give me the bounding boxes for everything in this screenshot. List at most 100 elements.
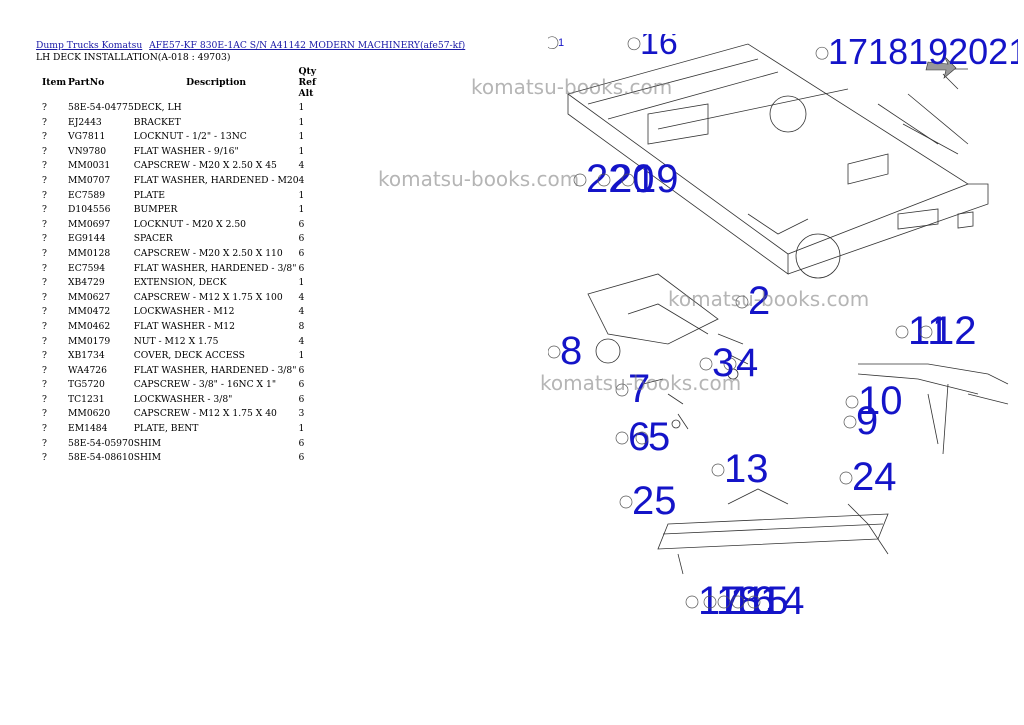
cell-item: ?	[42, 437, 47, 449]
bracket-group	[587, 273, 749, 430]
cell-partno: XB4729	[68, 277, 105, 289]
callout-marker	[711, 463, 725, 477]
cell-description: LOCKNUT - 1/2" - 13NC	[133, 131, 247, 143]
cell-description: FLAT WASHER - M12	[133, 320, 235, 332]
callout-group: 1161718192021232220192843765111210913252…	[548, 34, 1018, 614]
cell-description: DECK, LH	[133, 102, 182, 113]
cell-partno: VN9780	[68, 145, 107, 157]
cell-partno: 58E-54-04775	[68, 102, 134, 113]
callout-number: 22	[586, 157, 631, 201]
cell-qty: 1	[298, 145, 305, 157]
cell-partno: MM0707	[68, 174, 111, 186]
cell-partno: MM0697	[68, 218, 111, 230]
cell-qty: 6	[298, 452, 305, 464]
parts-list-panel: Dump Trucks Komatsu AFE57-KF 830E-1AC S/…	[36, 40, 556, 467]
cell-item: ?	[42, 291, 47, 303]
callout-marker	[685, 595, 699, 609]
callout-marker	[621, 173, 635, 187]
cell-description: NUT - M12 X 1.75	[133, 335, 219, 347]
callout-marker	[747, 595, 761, 609]
callout-marker	[839, 471, 853, 485]
cell-qty: 6	[298, 364, 305, 376]
cell-partno: 58E-54-05970	[68, 437, 134, 449]
cell-item: ?	[42, 218, 47, 230]
header-partno: PartNo	[68, 77, 105, 88]
cell-item: ?	[42, 131, 47, 143]
cell-partno: TG5720	[68, 379, 105, 391]
cell-item: ?	[42, 379, 47, 391]
callout-marker	[573, 173, 587, 187]
cell-partno: EJ2443	[68, 116, 102, 128]
cell-qty: 3	[298, 408, 305, 420]
cell-qty: 1	[298, 116, 305, 128]
callout-number: 11	[908, 309, 950, 353]
callout-marker	[735, 295, 749, 309]
cell-partno: D104556	[68, 204, 111, 216]
cell-description: FLAT WASHER, HARDENED - 3/8"	[133, 262, 297, 274]
header-description: Description	[186, 77, 247, 88]
callout-number: 2	[748, 279, 770, 323]
cell-description: EXTENSION, DECK	[133, 277, 227, 289]
cell-qty: 4	[298, 174, 305, 186]
callout-marker	[843, 415, 857, 429]
cell-qty: 1	[298, 102, 305, 113]
callout-number: 9	[856, 399, 878, 443]
callout-marker	[627, 37, 641, 51]
callout-number: 4	[736, 341, 758, 385]
cell-qty: 4	[298, 291, 305, 303]
cell-qty: 6	[298, 233, 305, 245]
cell-description: CAPSCREW - M20 X 2.50 X 110	[133, 247, 283, 259]
watermark: komatsu-books.com	[378, 167, 580, 191]
cell-item: ?	[42, 408, 47, 420]
cell-description: COVER, DECK ACCESS	[133, 350, 245, 362]
cell-qty: 1	[298, 350, 305, 362]
exploded-diagram: 1161718192021232220192843765111210913252…	[548, 34, 1018, 614]
cell-partno: MM0128	[68, 247, 111, 259]
cell-qty: 6	[298, 393, 305, 405]
cell-partno: MM0179	[68, 335, 111, 347]
cell-description: SHIM	[133, 437, 162, 449]
frame-section	[857, 363, 1009, 455]
cell-partno: EM1484	[68, 423, 108, 435]
header-item: Item	[42, 77, 67, 88]
cell-description: BUMPER	[133, 204, 178, 216]
callout-marker	[895, 325, 909, 339]
header-qty-ref-alt: Qty Ref Alt	[298, 66, 317, 99]
breadcrumb-category-link[interactable]: Dump Trucks Komatsu	[36, 40, 143, 51]
cell-qty: 6	[298, 247, 305, 259]
cell-item: ?	[42, 423, 47, 435]
cell-partno: WA4726	[68, 364, 108, 376]
callout-number: 20	[610, 157, 655, 201]
callout-number: 5	[648, 415, 670, 459]
cell-qty: 4	[298, 306, 305, 318]
cell-qty: 4	[298, 335, 305, 347]
callout-marker	[619, 495, 633, 509]
callout-number: 171819202123	[828, 34, 1018, 72]
cell-description: PLATE	[133, 189, 165, 201]
cell-description: SHIM	[133, 452, 162, 464]
cell-item: ?	[42, 262, 47, 274]
cell-description: CAPSCREW - M20 X 2.50 X 45	[133, 160, 277, 172]
breadcrumb-model-link[interactable]: AFE57-KF 830E-1AC S/N A41142 MODERN MACH…	[149, 40, 466, 51]
section-title: LH DECK INSTALLATION(A-018 : 49703)	[36, 52, 231, 63]
cell-item: ?	[42, 452, 47, 464]
parts-table: Item PartNo Description Qty Ref Alt ? 58E…	[36, 65, 319, 467]
deck-drawing: 1161718192021232220192843765111210913252…	[548, 34, 1018, 614]
callout-number: 25	[632, 479, 677, 523]
cell-partno: MM0627	[68, 291, 111, 303]
cell-partno: MM0472	[68, 306, 111, 318]
